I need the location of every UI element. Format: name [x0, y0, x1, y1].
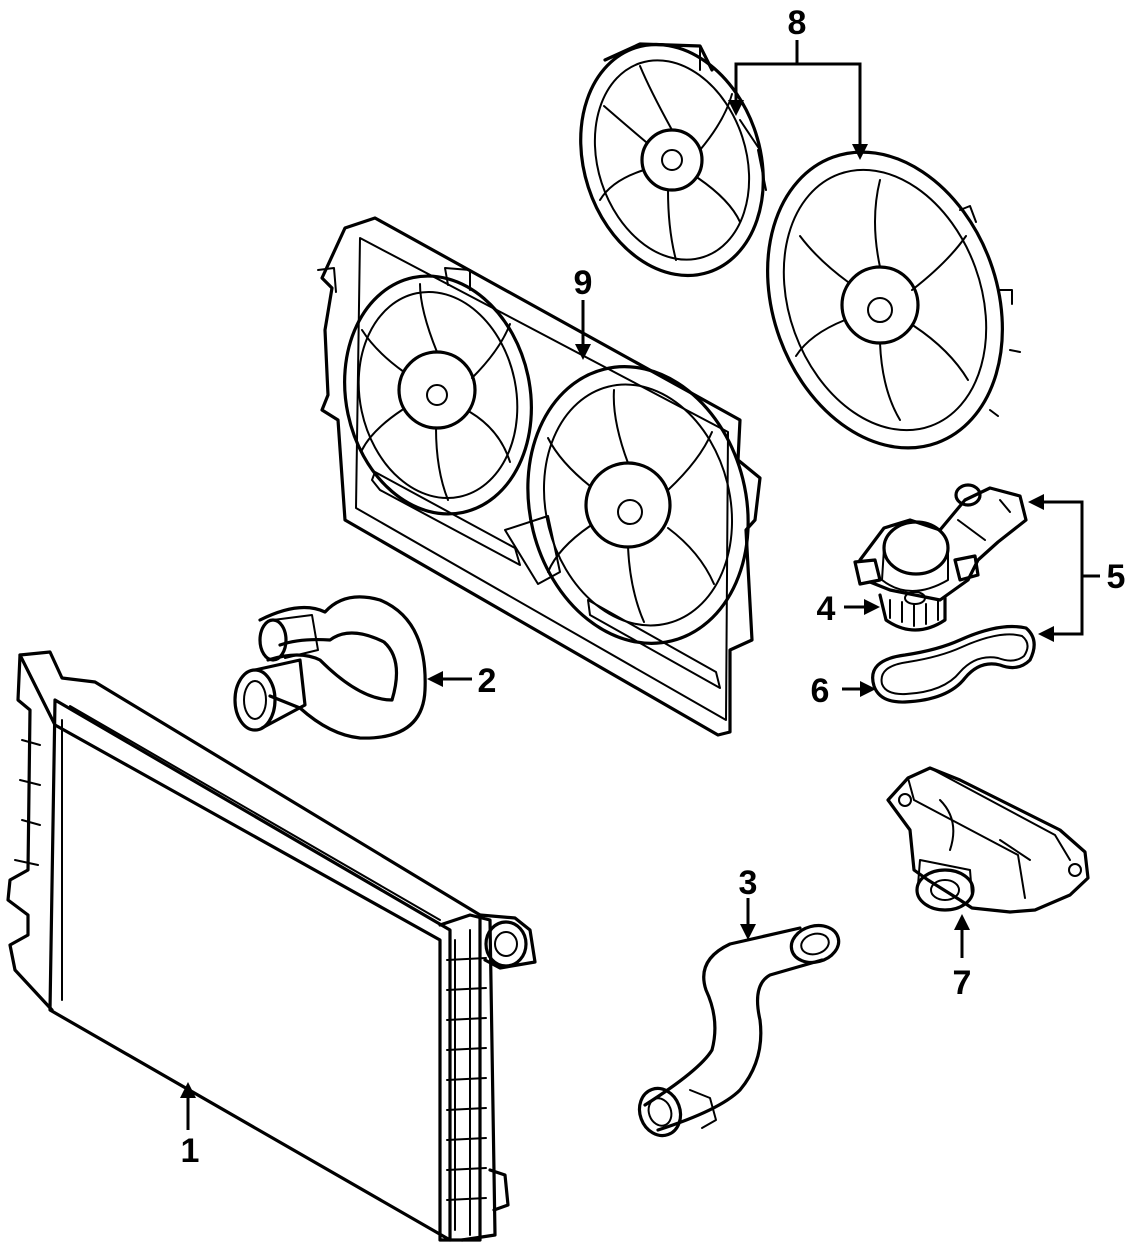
lower-radiator-hose[interactable]	[633, 920, 843, 1141]
callout-4: 4	[817, 590, 836, 628]
fan-shroud-assembly[interactable]	[317, 216, 777, 737]
upper-radiator-hose[interactable]	[233, 595, 427, 740]
fan-assembly-left[interactable]	[552, 21, 792, 300]
callout-5: 5	[1107, 558, 1126, 596]
fan-assembly-right[interactable]	[728, 119, 1042, 481]
thermostat-gasket[interactable]	[871, 624, 1036, 704]
callout-9: 9	[574, 264, 593, 302]
callout-6: 6	[811, 672, 830, 710]
callout-3: 3	[739, 864, 758, 902]
callout-7: 7	[953, 964, 972, 1002]
leader-lines	[180, 40, 1100, 1130]
callout-1: 1	[181, 1132, 200, 1170]
radiator[interactable]	[6, 650, 537, 1242]
thermostat-housing[interactable]	[853, 483, 1028, 632]
callout-8: 8	[788, 4, 807, 42]
callout-2: 2	[478, 662, 497, 700]
water-pump[interactable]	[886, 766, 1090, 914]
